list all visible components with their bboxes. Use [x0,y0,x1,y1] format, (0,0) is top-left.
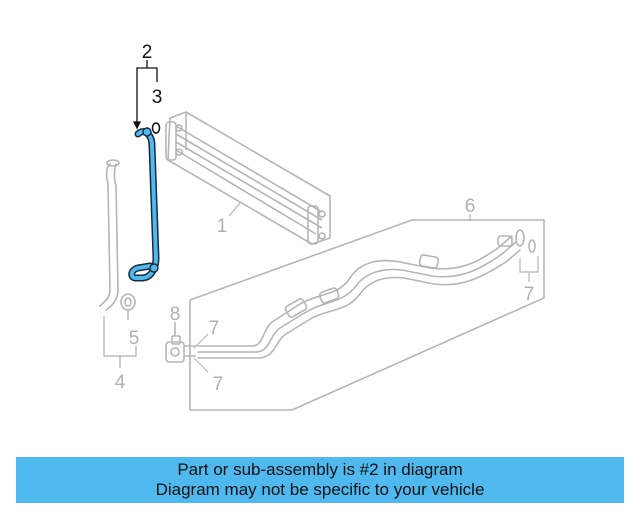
callout-1: 1 [217,216,228,237]
oil-cooler-part-1 [165,111,331,245]
cooler-line-panel-part-6 [189,219,545,411]
callout-4: 4 [115,372,126,393]
callout-7-right: 7 [524,284,535,305]
leader-2 [132,60,158,130]
banner-line-2: Diagram may not be specific to your vehi… [155,480,485,499]
leaders-7-right [519,256,539,282]
bracket-4 [103,316,137,368]
callout-7-upper: 7 [209,318,220,339]
connector-part-8 [165,322,196,363]
callout-6: 6 [465,196,476,217]
callout-5: 5 [129,328,140,349]
callout-7-lower: 7 [213,374,224,395]
callout-8: 8 [170,304,181,325]
info-banner: Part or sub-assembly is #2 in diagram Di… [16,457,624,503]
leader-1 [228,202,241,217]
o-ring-part-3 [151,122,161,134]
leaders-7-left [193,333,209,373]
parts-diagram: 2 3 1 6 7 8 7 5 7 4 [99,42,545,411]
banner-line-1: Part or sub-assembly is #2 in diagram [177,460,463,479]
cooler-lines [197,229,536,359]
highlighted-pipe-part-2 [128,127,160,282]
hose-part-4 [99,159,136,311]
callout-3: 3 [152,87,163,108]
callout-2: 2 [142,42,153,63]
